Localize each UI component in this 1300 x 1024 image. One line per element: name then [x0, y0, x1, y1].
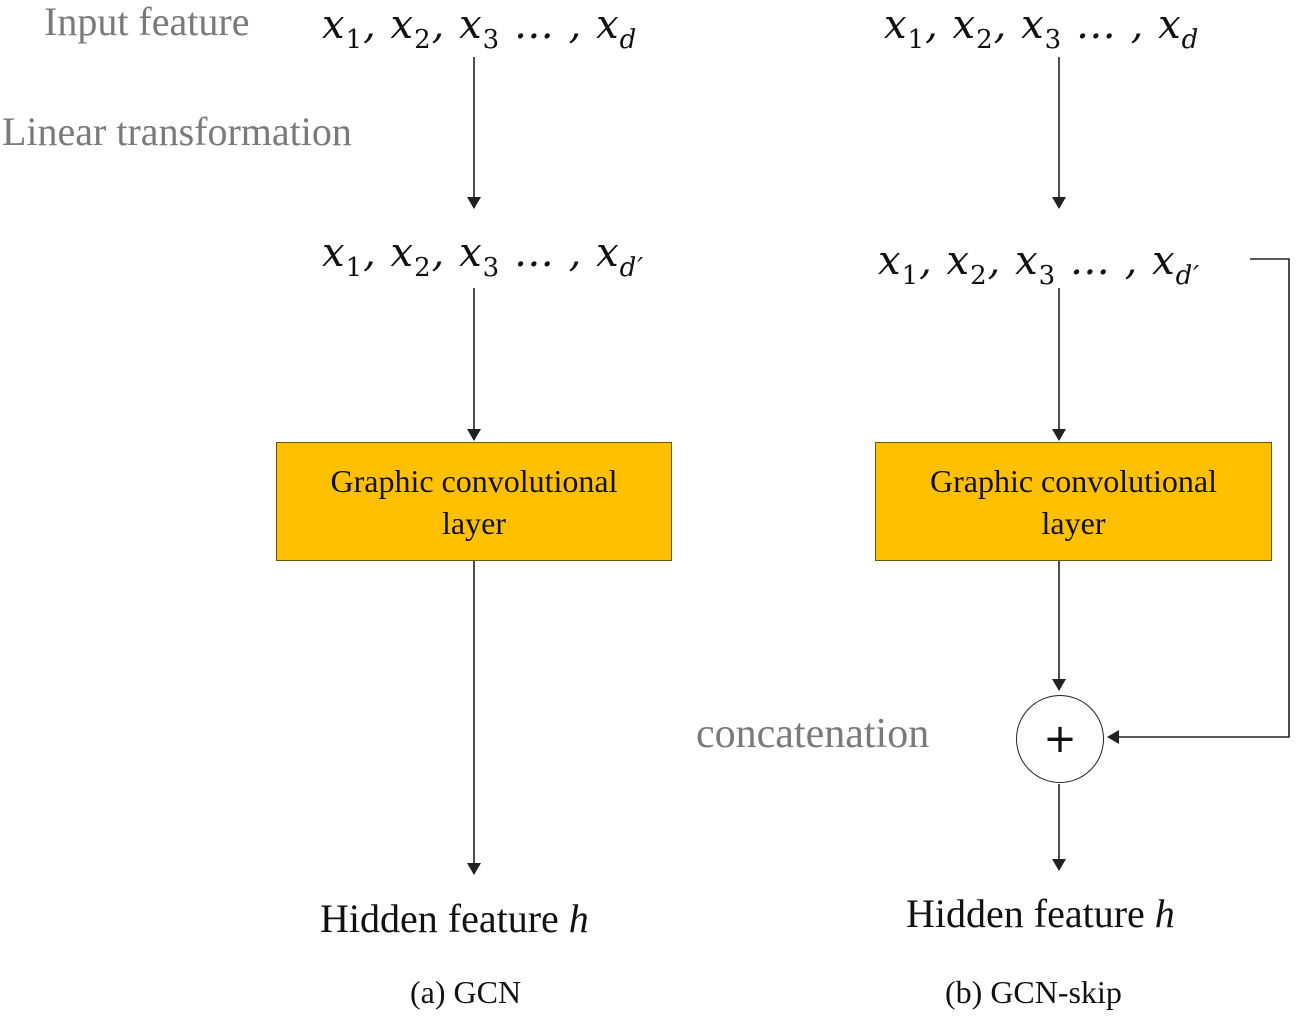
hidden-feature-label-a: Hidden feature h: [320, 896, 589, 941]
concatenation-plus-icon: +: [1016, 695, 1104, 783]
caption-a: (a) GCN: [410, 974, 522, 1010]
gcn-layer-line1-a: Graphic convolutional: [330, 462, 618, 499]
concatenation-label: concatenation: [696, 711, 930, 757]
transformed-vector-a: x1, x2, x3 … , xd′: [322, 230, 645, 283]
gcn-layer-box-a: Graphic convolutional layer: [276, 442, 672, 561]
input-feature-label: Input feature: [44, 0, 250, 44]
gcn-layer-line1-b: Graphic convolutional: [929, 462, 1218, 499]
linear-transformation-label: Linear transformation: [2, 109, 352, 154]
input-vector-a: x1, x2, x3 … , xd: [322, 2, 638, 55]
skip-connection-arrow: [1107, 258, 1290, 744]
input-vector-b: x1, x2, x3 … , xd: [884, 2, 1200, 55]
hidden-feature-label-b: Hidden feature h: [906, 891, 1175, 936]
gcn-layer-line2-a: layer: [442, 504, 506, 541]
gcn-layer-line2-b: layer: [1041, 504, 1106, 541]
gcn-layer-box-b: Graphic convolutional layer: [875, 442, 1272, 561]
caption-b: (b) GCN-skip: [945, 974, 1122, 1010]
transformed-vector-b: x1, x2, x3 … , xd′: [878, 238, 1201, 291]
